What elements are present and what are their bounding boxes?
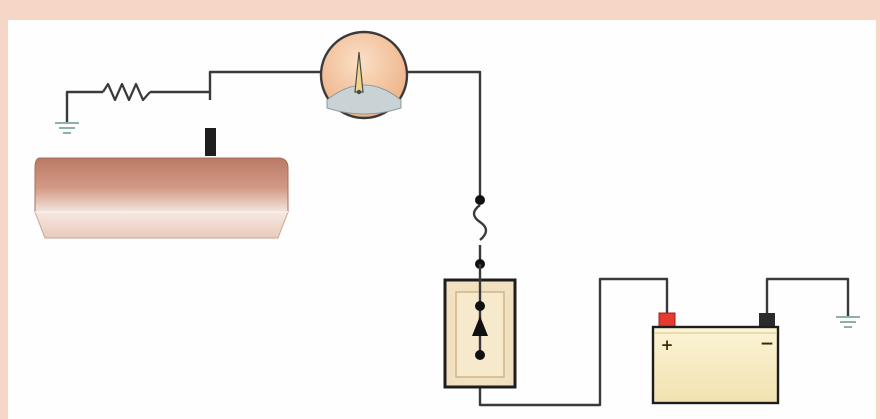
ground-icon xyxy=(55,122,79,134)
wire-switch-battery xyxy=(478,277,669,407)
gauge-icon xyxy=(319,30,409,120)
wire-ground-resistor xyxy=(65,90,103,122)
gauge-scale xyxy=(326,84,402,115)
diode-icon xyxy=(472,316,488,336)
wire-gauge-fuse xyxy=(405,70,482,200)
fuse-icon xyxy=(472,195,488,269)
positive-symbol: + xyxy=(661,336,674,354)
wire-battery-ground xyxy=(765,277,850,316)
fuel-tank xyxy=(34,128,289,239)
tank-sender xyxy=(205,128,216,156)
positive-terminal xyxy=(658,312,676,328)
ground-icon xyxy=(836,316,860,328)
resistor-icon xyxy=(102,82,151,102)
battery-icon: + − xyxy=(651,312,780,405)
wires xyxy=(65,70,850,407)
wire-resistor-gauge xyxy=(150,70,322,94)
switch-box xyxy=(443,264,517,389)
negative-symbol: − xyxy=(760,334,774,354)
negative-terminal xyxy=(759,313,775,327)
